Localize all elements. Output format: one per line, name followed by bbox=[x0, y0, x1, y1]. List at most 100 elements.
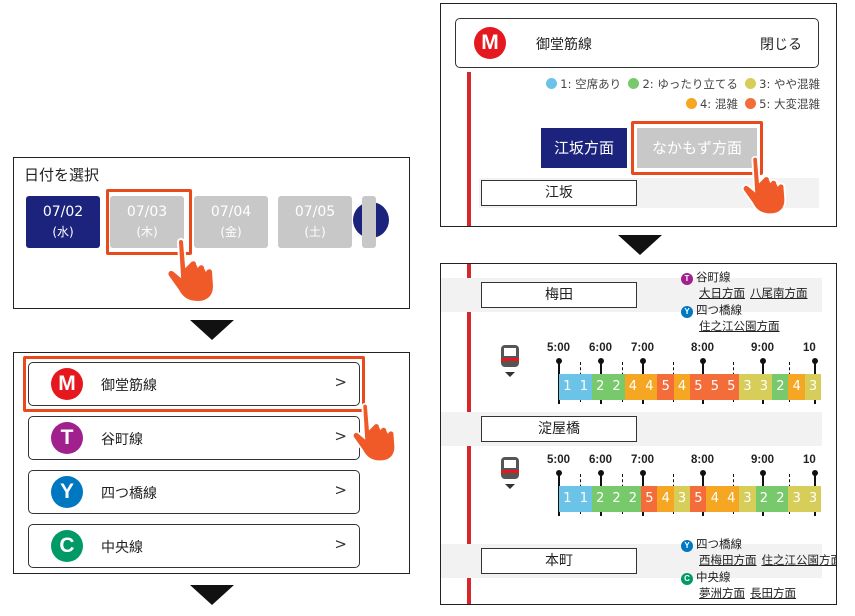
date-label: 07/03 bbox=[126, 204, 168, 220]
congestion-segment: 2 bbox=[771, 374, 789, 400]
congestion-segment: 3 bbox=[739, 486, 756, 512]
date-label: 07/02 bbox=[42, 204, 84, 220]
direction-link[interactable]: 夢洲方面 bbox=[699, 586, 745, 600]
congestion-segment: 3 bbox=[788, 486, 806, 512]
weekday-label: (木) bbox=[136, 225, 158, 239]
close-button[interactable]: 閉じる bbox=[760, 37, 802, 53]
train-icon bbox=[501, 457, 519, 489]
congestion-segment: 3 bbox=[673, 486, 691, 512]
congestion-segment: 4 bbox=[657, 486, 675, 512]
station-label: 本町 bbox=[481, 548, 637, 574]
date-tile-2[interactable]: 07/04 (金) bbox=[194, 196, 268, 248]
line-name: 谷町線 bbox=[101, 432, 143, 448]
congestion-segment: 2 bbox=[608, 486, 625, 512]
pointing-hand-icon bbox=[741, 155, 787, 216]
legend-row-1: 1: 空席あり 2: ゆったり立てる 3: やや混雑 bbox=[546, 76, 820, 92]
direction-link[interactable]: 住之江公園方面 bbox=[699, 319, 780, 333]
transfer-links: 大日方面八尾南方面 bbox=[699, 285, 813, 301]
congestion-segment: 3 bbox=[804, 486, 822, 512]
congestion-segment: 3 bbox=[804, 374, 822, 400]
line-badge-icon: Y bbox=[51, 476, 83, 508]
congestion-segment: 4 bbox=[722, 486, 740, 512]
date-tile-1[interactable]: 07/03 (木) bbox=[110, 196, 184, 248]
direction-link[interactable]: 長田方面 bbox=[750, 586, 796, 600]
hour-label: 6:00 bbox=[589, 454, 613, 466]
legend-dot-1 bbox=[546, 78, 558, 89]
transfer-line-name: 中央線 bbox=[696, 570, 731, 584]
chevron-right-icon: > bbox=[334, 373, 347, 391]
congestion-segment: 2 bbox=[608, 374, 625, 400]
congestion-segment: 4 bbox=[706, 486, 724, 512]
congestion-segment: 1 bbox=[575, 486, 593, 512]
station-label-esaka: 江坂 bbox=[481, 180, 637, 206]
date-tile-partial bbox=[362, 196, 376, 248]
hour-label: 10 bbox=[803, 454, 816, 466]
direction-link[interactable]: 大日方面 bbox=[699, 286, 745, 300]
transfer-badge-icon: Y bbox=[681, 540, 693, 552]
congestion-segment: 5 bbox=[657, 374, 675, 400]
hour-label: 5:00 bbox=[547, 342, 571, 354]
hour-label: 9:00 bbox=[751, 342, 775, 354]
hour-label: 8:00 bbox=[691, 454, 715, 466]
line-item-2[interactable]: Y 四つ橋線 > bbox=[28, 470, 360, 514]
congestion-segment: 1 bbox=[575, 374, 593, 400]
transfer-badge-icon: T bbox=[681, 273, 693, 285]
line-color-bar bbox=[467, 72, 471, 226]
hour-label: 5:00 bbox=[547, 454, 571, 466]
line-badge-icon: T bbox=[51, 422, 83, 454]
station-label: 淀屋橋 bbox=[481, 416, 637, 442]
congestion-segment: 5 bbox=[706, 374, 724, 400]
line-header-name: 御堂筋線 bbox=[536, 37, 592, 53]
direction-link[interactable]: 八尾南方面 bbox=[750, 286, 808, 300]
congestion-segment: 2 bbox=[591, 374, 609, 400]
weekday-label: (金) bbox=[220, 225, 242, 239]
congestion-segment: 2 bbox=[771, 486, 789, 512]
congestion-segment: 1 bbox=[559, 486, 576, 512]
transfer-badge-icon: Y bbox=[681, 306, 693, 318]
line-header: M 御堂筋線 閉じる bbox=[455, 18, 819, 68]
congestion-segment: 3 bbox=[739, 374, 756, 400]
congestion-segment: 4 bbox=[640, 374, 658, 400]
station-label: 梅田 bbox=[481, 282, 637, 308]
pointing-hand-icon bbox=[351, 402, 397, 463]
weekday-label: (水) bbox=[52, 225, 74, 239]
date-select-title: 日付を選択 bbox=[24, 166, 100, 184]
legend-item-5: 5: 大変混雑 bbox=[745, 97, 820, 111]
date-label: 07/04 bbox=[210, 204, 252, 220]
congestion-segment: 5 bbox=[640, 486, 658, 512]
congestion-segment: 2 bbox=[591, 486, 609, 512]
legend-item-4: 4: 混雑 bbox=[685, 97, 738, 111]
transfer-badge-icon: C bbox=[681, 573, 693, 585]
direction-link[interactable]: 西梅田方面 bbox=[699, 553, 757, 567]
legend-dot-3 bbox=[745, 78, 757, 89]
hour-label: 7:00 bbox=[631, 342, 655, 354]
congestion-segment: 2 bbox=[755, 486, 773, 512]
direction-link[interactable]: 住之江公園方面 bbox=[761, 553, 837, 567]
hour-label: 9:00 bbox=[751, 454, 775, 466]
date-tile-0[interactable]: 07/02 (水) bbox=[26, 196, 100, 248]
line-name: 四つ橋線 bbox=[101, 486, 157, 502]
legend-dot-2 bbox=[628, 78, 640, 89]
pointing-hand-icon bbox=[166, 238, 216, 304]
hour-label: 7:00 bbox=[631, 454, 655, 466]
direction-panel: M 御堂筋線 閉じる 1: 空席あり 2: ゆったり立てる 3: やや混雑 4:… bbox=[440, 3, 837, 227]
direction-button-esaka[interactable]: 江坂方面 bbox=[541, 128, 627, 168]
hour-label: 6:00 bbox=[589, 342, 613, 354]
hour-label: 8:00 bbox=[691, 342, 715, 354]
legend-row-2: 4: 混雑 5: 大変混雑 bbox=[685, 96, 820, 112]
chevron-right-icon: > bbox=[334, 481, 347, 499]
direction-button-nakamozu[interactable]: なかもず方面 bbox=[637, 128, 757, 168]
down-arrow-icon bbox=[190, 320, 234, 340]
weekday-label: (土) bbox=[304, 225, 326, 239]
line-badge-icon: C bbox=[51, 530, 83, 562]
transfer-line-name: 谷町線 bbox=[696, 270, 731, 284]
date-tile-3[interactable]: 07/05(土) bbox=[278, 196, 352, 248]
congestion-segment: 2 bbox=[624, 486, 642, 512]
